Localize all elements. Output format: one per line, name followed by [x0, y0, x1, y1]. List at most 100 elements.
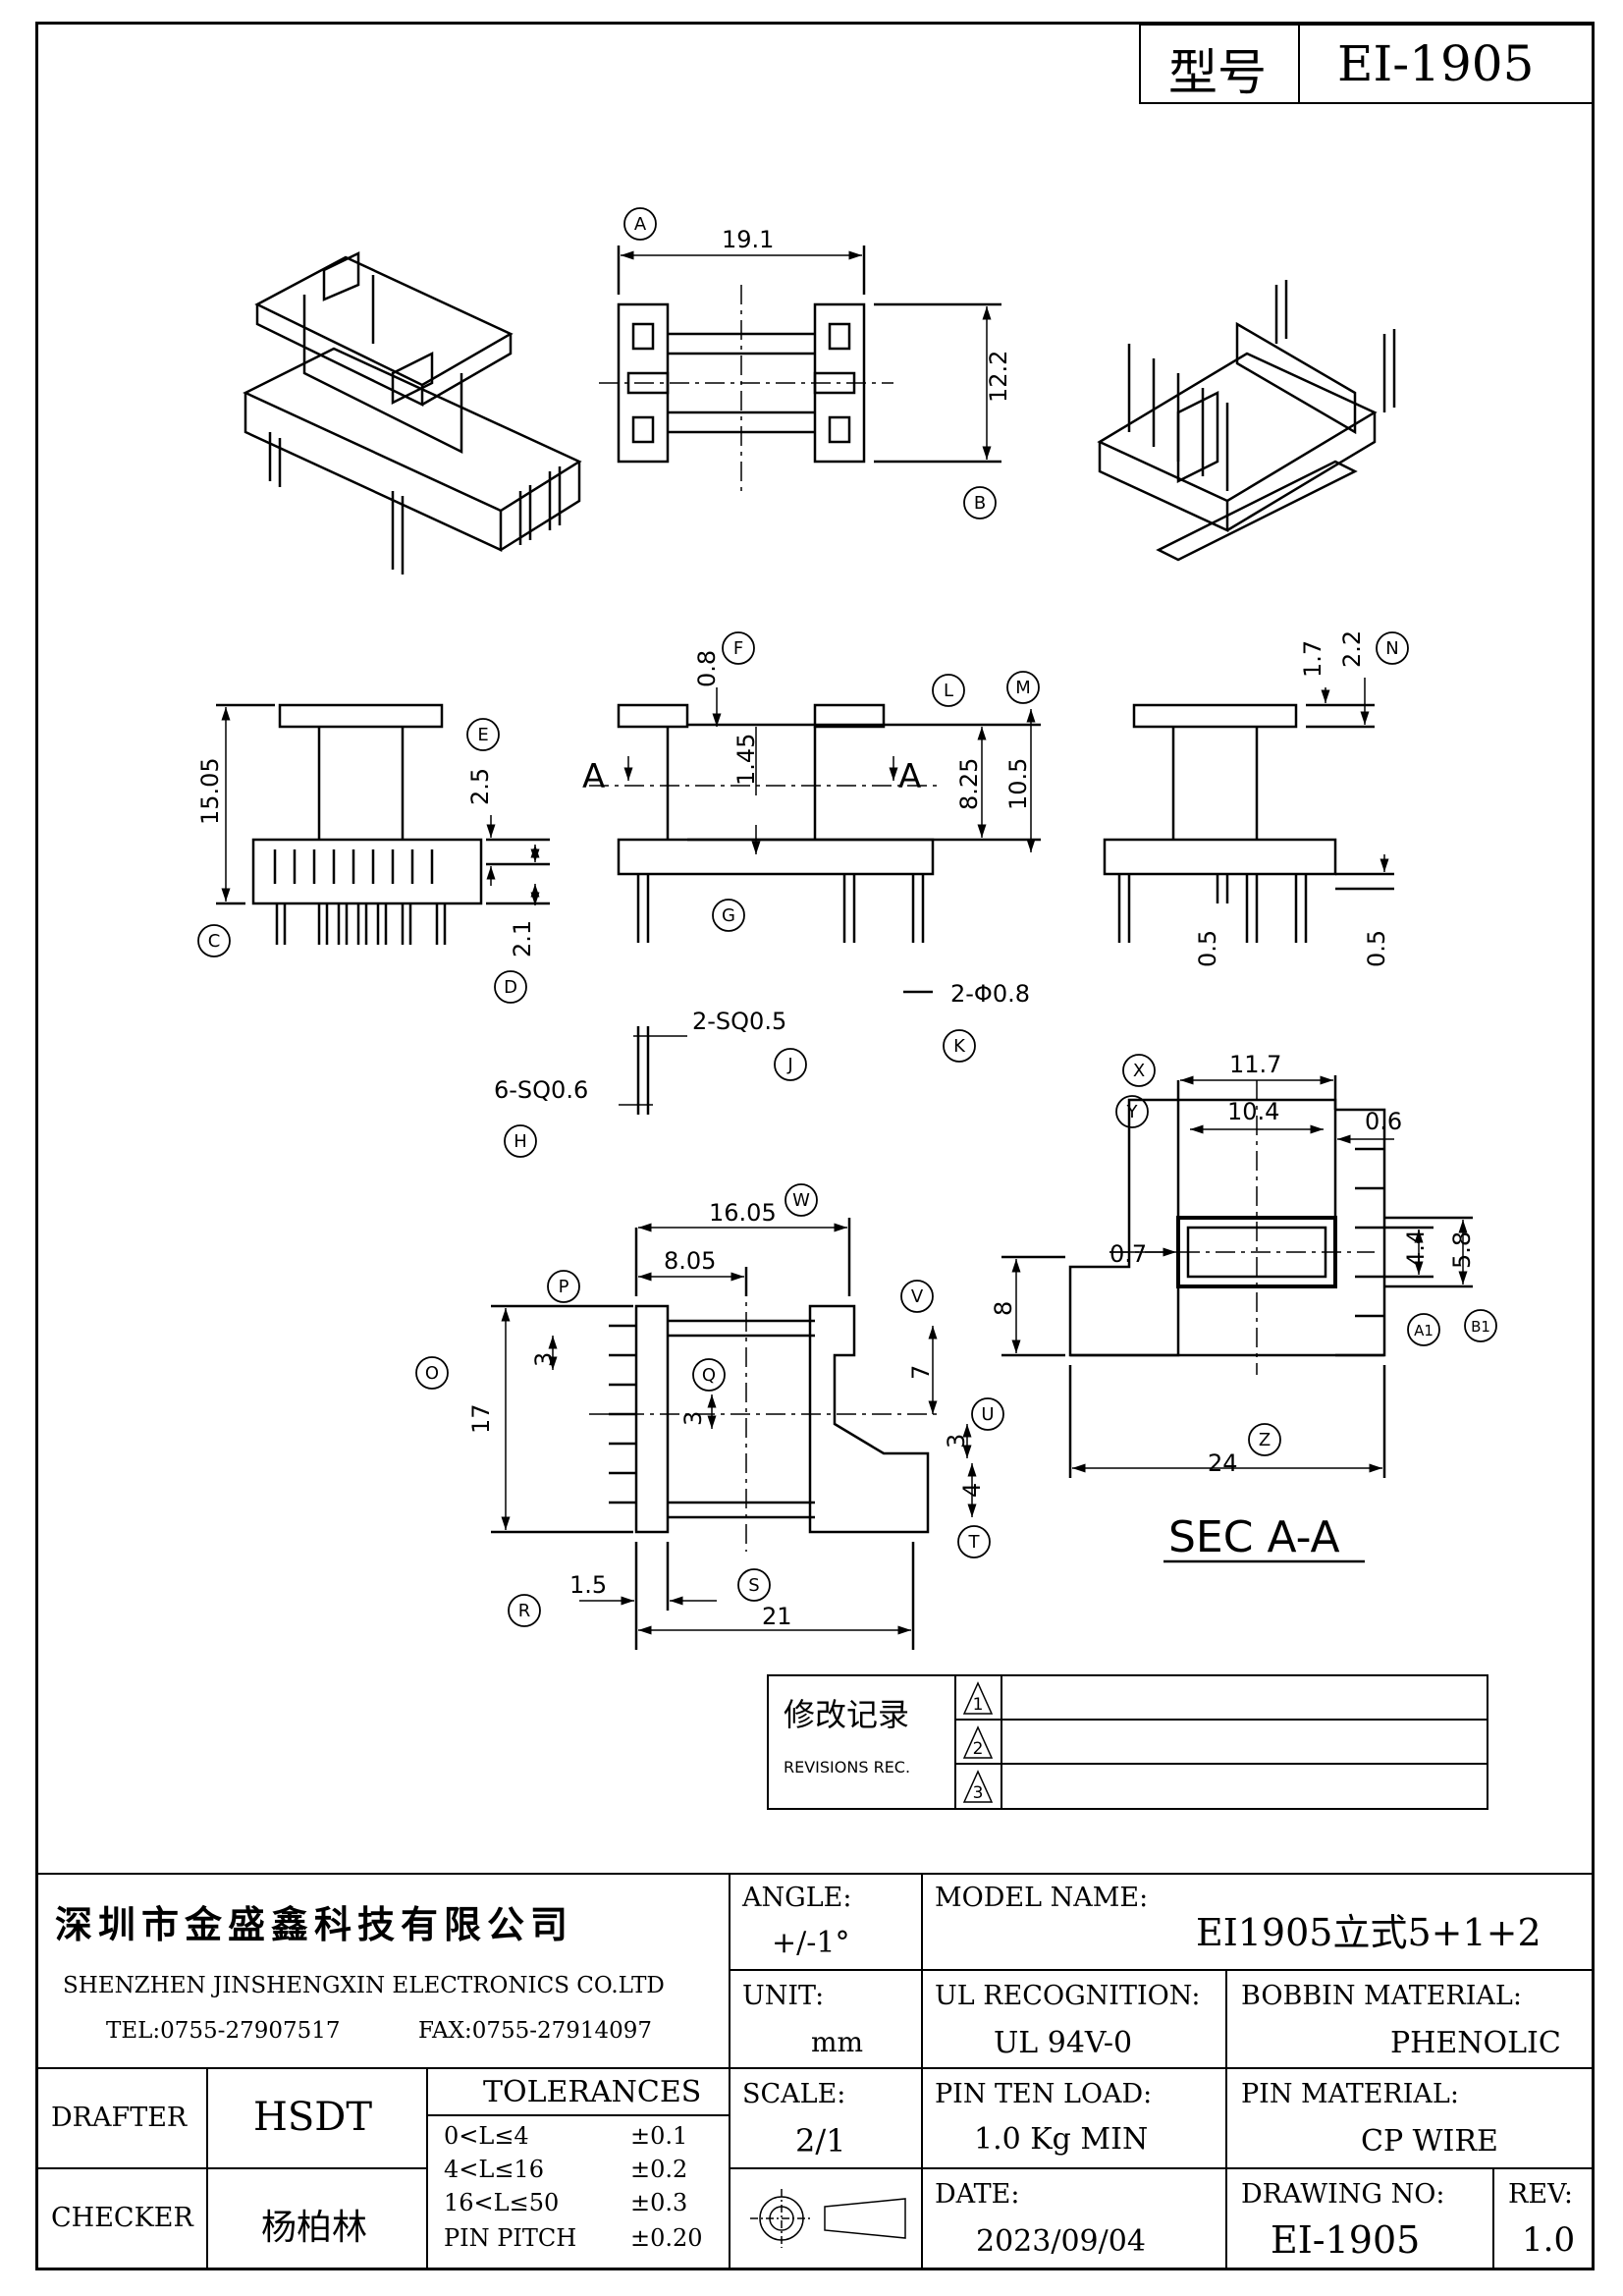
callout-q: Q — [702, 1365, 716, 1386]
section-label: SEC A-A — [1168, 1512, 1340, 1562]
dim-front-height: 15.05 — [196, 757, 224, 825]
tol-value-1: ±0.1 — [630, 2122, 688, 2150]
callout-c: C — [208, 931, 221, 952]
revisions-label-en: REVISIONS REC. — [784, 1758, 910, 1777]
callout-x: X — [1133, 1061, 1145, 1081]
callout-f: F — [733, 638, 743, 659]
drafter-label: DRAFTER — [51, 2103, 188, 2133]
dim-top-height: 12.2 — [985, 351, 1012, 403]
revisions-label-cn: 修改记录 — [784, 1696, 909, 1733]
callout-n: N — [1385, 638, 1398, 659]
callout-t: T — [968, 1532, 981, 1553]
dim-sec-07: 0.7 — [1109, 1240, 1147, 1268]
date-value: 2023/09/04 — [976, 2224, 1146, 2259]
dim-flange-thk: 0.8 — [693, 650, 721, 687]
drafter-value: HSDT — [253, 2095, 373, 2140]
callout-k: K — [953, 1036, 966, 1057]
dim-pin-round: 2-Φ0.8 — [950, 980, 1030, 1008]
dim-bottom-3c: 3 — [943, 1434, 970, 1449]
projection-symbol-cell — [729, 2167, 923, 2270]
dim-sec-06: 0.6 — [1365, 1108, 1402, 1135]
dim-bottom-4: 4 — [958, 1483, 986, 1498]
checker-label-cell: CHECKER — [35, 2167, 208, 2270]
callout-u: U — [981, 1404, 994, 1425]
callout-w: W — [792, 1190, 810, 1211]
dim-bottom-15: 1.5 — [569, 1571, 607, 1599]
pin-load-value: 1.0 Kg MIN — [974, 2122, 1149, 2157]
callout-a1: A1 — [1414, 1322, 1434, 1339]
section-a-right: A — [898, 757, 921, 796]
iso-view-left — [243, 251, 582, 574]
ul-label: UL RECOGNITION: — [935, 1981, 1201, 2011]
callout-v: V — [911, 1286, 924, 1307]
dim-sec-8: 8 — [990, 1301, 1017, 1316]
dim-bottom-17: 17 — [467, 1403, 495, 1434]
top-view — [599, 246, 1001, 491]
title-block: 深圳市金盛鑫科技有限公司 SHENZHEN JINSHENGXIN ELECTR… — [35, 1873, 1595, 2270]
dim-pin-sq-large: 6-SQ0.6 — [494, 1076, 588, 1104]
callout-y: Y — [1126, 1102, 1139, 1122]
callout-b1: B1 — [1471, 1318, 1490, 1336]
dim-sec-117: 11.7 — [1229, 1051, 1281, 1078]
company-cell: 深圳市金盛鑫科技有限公司 SHENZHEN JINSHENGXIN ELECTR… — [35, 1873, 730, 2069]
revision-row-3-num: 3 — [973, 1783, 984, 1803]
scale-value: 2/1 — [795, 2122, 846, 2159]
dim-top-width: 19.1 — [722, 226, 774, 253]
revision-row-1-num: 1 — [973, 1695, 984, 1715]
rev-value: 1.0 — [1522, 2220, 1576, 2260]
dim-bottom-total: 16.05 — [709, 1199, 777, 1227]
right-side-view — [1103, 678, 1394, 943]
checker-value-cell: 杨柏林 — [206, 2167, 428, 2270]
dim-outer-h: 10.5 — [1004, 758, 1032, 810]
side-view — [589, 687, 1041, 1115]
company-tel: TEL:0755-27907517 — [106, 2018, 341, 2044]
pin-load-label: PIN TEN LOAD: — [935, 2079, 1153, 2109]
company-name-cn: 深圳市金盛鑫科技有限公司 — [55, 1902, 574, 1946]
header-type-label-cell: 型号 — [1139, 24, 1300, 104]
dim-bottom-21: 21 — [762, 1603, 792, 1630]
tol-value-2: ±0.2 — [630, 2156, 688, 2183]
callout-a: A — [634, 214, 647, 235]
tolerances-label: TOLERANCES — [483, 2075, 702, 2109]
tolerances-cell: TOLERANCES 0<L≤4 ±0.1 4<L≤16 ±0.2 16<L≤5… — [426, 2067, 730, 2270]
section-aa — [1001, 1075, 1473, 1563]
revision-row-2-num: 2 — [973, 1739, 984, 1759]
drawing-no-label: DRAWING NO: — [1241, 2179, 1445, 2210]
unit-label: UNIT: — [742, 1981, 825, 2011]
unit-cell: UNIT: mm — [729, 1969, 923, 2069]
dim-bottom-half: 8.05 — [664, 1247, 716, 1275]
dim-side-b: 2.2 — [1338, 630, 1366, 668]
bobbin-label: BOBBIN MATERIAL: — [1241, 1981, 1522, 2011]
dim-bottom-3a: 3 — [530, 1352, 558, 1367]
dim-side-c2: 0.5 — [1363, 930, 1390, 967]
callout-s: S — [748, 1575, 759, 1596]
tol-range-3: 16<L≤50 — [444, 2189, 560, 2216]
angle-value: +/-1° — [772, 1926, 850, 1960]
header-type-value: EI-1905 — [1337, 35, 1535, 92]
company-fax: FAX:0755-27914097 — [418, 2018, 653, 2044]
dim-inner-h: 8.25 — [955, 758, 983, 810]
drawing-no-value: EI-1905 — [1271, 2218, 1421, 2262]
callout-l: L — [944, 681, 953, 701]
angle-cell: ANGLE: +/-1° — [729, 1873, 923, 1971]
rev-label: REV: — [1508, 2179, 1573, 2210]
dim-pin-length: 2.1 — [509, 920, 536, 957]
unit-value: mm — [811, 2026, 864, 2058]
scale-cell: SCALE: 2/1 — [729, 2067, 923, 2169]
scale-label: SCALE: — [742, 2079, 846, 2109]
third-angle-projection-icon — [750, 2189, 906, 2248]
technical-drawing: A B C D E F G H J K L M N O P Q R S T U … — [196, 207, 1497, 1810]
callout-g: G — [722, 905, 735, 926]
header-type-label: 型号 — [1168, 44, 1267, 101]
bobbin-value: PHENOLIC — [1390, 2026, 1561, 2060]
callout-m: M — [1015, 678, 1031, 698]
pin-load-cell: PIN TEN LOAD: 1.0 Kg MIN — [921, 2067, 1227, 2169]
dim-bottom-7: 7 — [907, 1365, 935, 1380]
date-cell: DATE: 2023/09/04 — [921, 2167, 1227, 2270]
dim-sec-58: 5.8 — [1448, 1231, 1476, 1269]
angle-label: ANGLE: — [742, 1883, 852, 1913]
tol-value-4: ±0.20 — [630, 2224, 703, 2252]
company-name-en: SHENZHEN JINSHENGXIN ELECTRONICS CO.LTD — [63, 1973, 665, 1998]
ul-cell: UL RECOGNITION: UL 94V-0 — [921, 1969, 1227, 2069]
drafter-value-cell: HSDT — [206, 2067, 428, 2169]
